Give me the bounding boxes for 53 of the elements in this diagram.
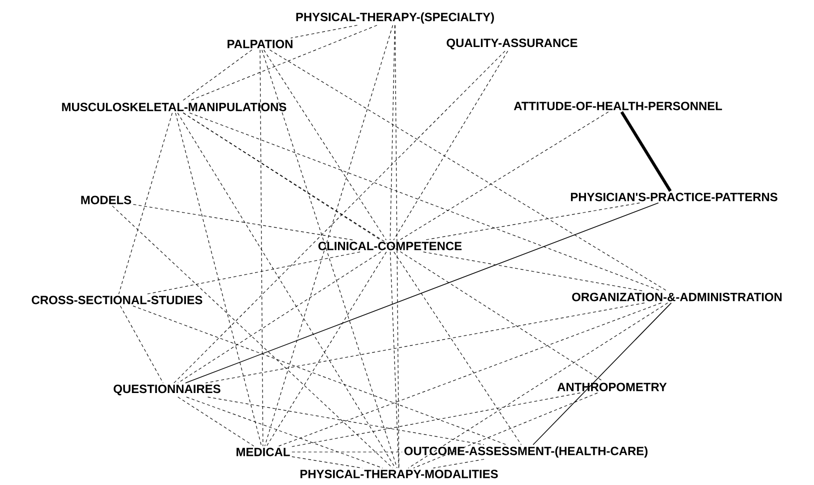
term-label: ORGANIZATION-&-ADMINISTRATION bbox=[572, 292, 782, 302]
link-line bbox=[185, 202, 659, 384]
dashed-link bbox=[178, 396, 254, 446]
term-label: CROSS-SECTIONAL-STUDIES bbox=[32, 296, 202, 304]
dashed-link bbox=[189, 112, 662, 292]
dashed-link bbox=[424, 202, 640, 240]
dashed-link bbox=[278, 302, 662, 446]
dashed-link bbox=[394, 252, 522, 446]
dashed-link bbox=[413, 392, 598, 468]
dashed-link bbox=[182, 112, 382, 240]
dashed-link bbox=[423, 252, 644, 292]
term-label: QUESTIONNAIRES bbox=[114, 384, 220, 396]
term-label: PHYSICIAN'S-PRACTICE-PATTERNS bbox=[570, 192, 778, 202]
term-label: PHYSICAL-THERAPY-(SPECIALTY) bbox=[296, 12, 494, 24]
term-label: PALPATION bbox=[228, 40, 292, 48]
dashed-link bbox=[269, 50, 668, 292]
term-label: ATTITUDE-OF-HEALTH-PERSONNEL bbox=[514, 102, 722, 110]
dashed-link bbox=[120, 306, 164, 384]
dashed-link bbox=[408, 302, 668, 468]
dashed-link bbox=[132, 306, 507, 446]
dashed-link bbox=[175, 112, 262, 446]
dashed-link bbox=[290, 24, 358, 38]
dashed-link bbox=[264, 50, 386, 240]
dashed-link bbox=[186, 396, 383, 468]
term-label: OUTCOME-ASSESSMENT-(HEALTH-CARE) bbox=[404, 446, 648, 458]
dashed-link bbox=[292, 392, 580, 447]
dashed-link bbox=[390, 252, 400, 468]
dashed-link bbox=[393, 50, 508, 240]
dashed-link bbox=[178, 252, 382, 384]
dashed-link bbox=[394, 24, 400, 468]
dashed-link bbox=[205, 302, 645, 384]
dashed-link bbox=[266, 252, 387, 446]
dashed-link bbox=[207, 396, 484, 446]
dashed-link bbox=[177, 112, 396, 468]
term-label: QUALITY-ASSURANCE bbox=[446, 38, 578, 50]
dashed-link bbox=[146, 252, 360, 294]
dashed-link bbox=[432, 458, 484, 468]
term-label: MODELS bbox=[81, 196, 132, 204]
term-label: MEDICAL bbox=[236, 448, 290, 456]
dashed-link bbox=[260, 50, 264, 446]
link-line bbox=[532, 302, 672, 446]
dashed-link bbox=[132, 204, 354, 240]
dashed-link bbox=[182, 50, 252, 102]
thick-link bbox=[620, 111, 672, 192]
dashed-link bbox=[182, 112, 604, 382]
dashed-link bbox=[118, 112, 173, 294]
term-label: PHYSICAL-THERAPY-MODALITIES bbox=[300, 470, 498, 478]
dashed-link bbox=[399, 112, 609, 240]
dashed-link bbox=[112, 206, 393, 468]
dashed-link bbox=[188, 24, 378, 102]
dashed-link bbox=[292, 456, 363, 468]
dashed-link bbox=[390, 24, 396, 240]
dashed-link bbox=[174, 50, 506, 384]
